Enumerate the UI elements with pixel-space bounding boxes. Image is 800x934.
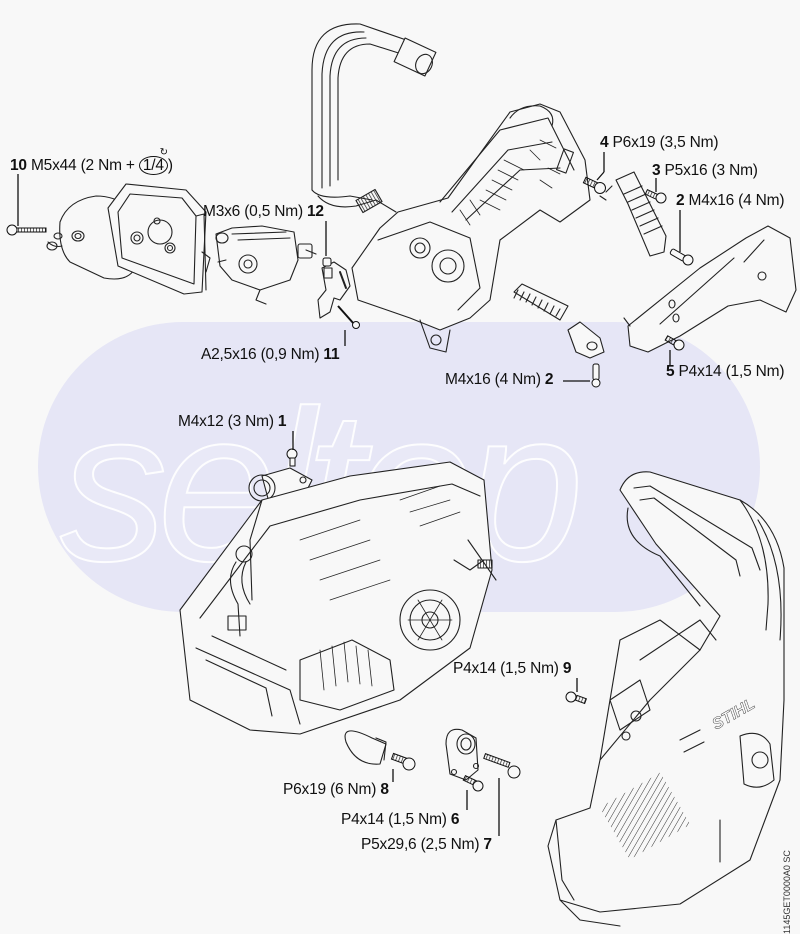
watermark-band (38, 322, 760, 612)
callout-spec: P4x14 (453, 660, 496, 677)
screw-4 (582, 176, 606, 194)
screw-3 (644, 188, 667, 204)
callout-torque: (6 Nm) (330, 781, 377, 798)
callout-spec: P4x14 (341, 811, 384, 828)
callout-torque: (3,5 Nm) (659, 134, 719, 151)
carburetor (215, 225, 317, 305)
handle-housing (351, 103, 591, 353)
callout-2-upper: 2 M4x16 (4 Nm) (676, 192, 785, 210)
screw-11 (337, 305, 360, 329)
callout-torque: (3 Nm) (711, 162, 758, 179)
screw-2-lower (591, 363, 601, 388)
callout-torque: (3 Nm) (227, 413, 274, 430)
callout-6: P4x14 (1,5 Nm) 6 (341, 811, 459, 829)
hose-clamp (344, 730, 387, 765)
callout-torque: (1,5 Nm) (500, 660, 559, 677)
carburetor-box (107, 183, 211, 295)
callout-number: 3 (652, 162, 661, 179)
screw-1 (286, 448, 298, 467)
chain-sprocket-cover: STIHL (547, 471, 785, 927)
callout-spec: P5x16 (664, 162, 708, 179)
screw-6 (462, 774, 484, 792)
callout-4: 4 P6x19 (3,5 Nm) (600, 134, 718, 152)
callout-torque: (0,9 Nm) (260, 346, 320, 363)
screw-2-upper (669, 248, 694, 266)
callout-11: A2,5x16 (0,9 Nm) 11 (201, 346, 340, 364)
callout-spec: P6x19 (612, 134, 656, 151)
leader-lines (17, 152, 681, 836)
reference-code: 1145GET0000A0 SC (782, 850, 792, 934)
callout-number: 5 (666, 363, 675, 380)
callout-3: 3 P5x16 (3 Nm) (652, 162, 758, 180)
threaded-stud (355, 188, 383, 214)
callout-number: 4 (600, 134, 609, 151)
callout-number: 8 (380, 781, 389, 798)
callout-spec: P5x29,6 (361, 836, 417, 853)
callout-number: 6 (450, 811, 460, 828)
buffer-mount (445, 728, 480, 781)
callout-number: 12 (307, 203, 324, 220)
callout-number: 9 (562, 660, 572, 677)
callout-torque: (0,5 Nm) (244, 203, 303, 220)
callout-number: 2 (676, 192, 685, 209)
screw-8 (390, 752, 416, 771)
callout-5: 5 P4x14 (1,5 Nm) (666, 363, 784, 381)
callout-2-lower: M4x16 (4 Nm) 2 (445, 371, 554, 389)
callout-7: P5x29,6 (2,5 Nm) 7 (361, 836, 492, 854)
callout-spec: P6x19 (283, 781, 326, 798)
callout-spec: M5x44 (30, 157, 77, 174)
callout-8: P6x19 (6 Nm) 8 (283, 781, 389, 799)
callout-12: M3x6 (0,5 Nm) 12 (203, 203, 324, 221)
screw-10 (6, 224, 47, 236)
callout-spec: M4x16 (688, 192, 735, 209)
handle-frame (623, 225, 797, 353)
callout-number: 1 (277, 413, 287, 430)
callout-spec: A2,5x16 (201, 346, 257, 363)
callout-spec: M4x16 (445, 371, 491, 388)
callout-number: 7 (483, 836, 492, 853)
callout-spec: M3x6 (203, 203, 241, 220)
callout-torque: (2,5 Nm) (420, 836, 480, 853)
screw-5 (664, 335, 685, 351)
callout-9: P4x14 (1,5 Nm) 9 (453, 660, 571, 678)
callout-number: 11 (323, 346, 340, 363)
callout-number: 2 (544, 371, 554, 388)
callout-torque: (2 Nm + (80, 157, 135, 174)
annular-buffer-spring (513, 283, 605, 359)
callout-spec: P4x14 (678, 363, 722, 380)
callout-10: 10 M5x44 (2 Nm + ↻1/4) (10, 147, 173, 175)
throttle-linkage (317, 261, 351, 319)
engine-housing (179, 461, 497, 735)
screw-9 (565, 691, 588, 705)
quarter-turn-badge: ↻1/4 (138, 148, 168, 175)
callout-torque: (4 Nm) (738, 192, 785, 209)
buffer-spring-upper (599, 171, 667, 257)
rotate-clockwise-icon: ↻ (159, 147, 168, 158)
callout-torque: (1,5 Nm) (725, 363, 785, 380)
callout-spec: M4x12 (178, 413, 224, 430)
callout-torque: (1,5 Nm) (388, 811, 447, 828)
screw-12 (322, 257, 332, 267)
screw-7 (483, 753, 521, 779)
callout-1: M4x12 (3 Nm) 1 (178, 413, 287, 431)
rear-handle-tube (311, 23, 437, 214)
callout-number: 10 (10, 157, 27, 174)
callout-torque: (4 Nm) (494, 371, 541, 388)
